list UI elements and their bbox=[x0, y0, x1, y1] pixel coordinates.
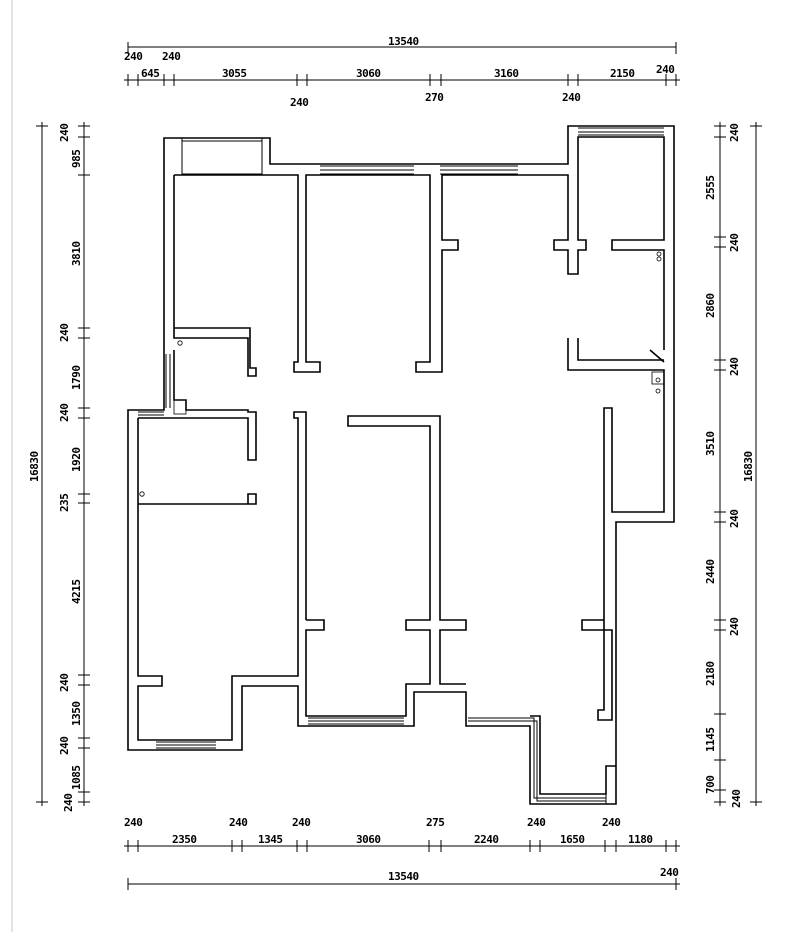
left-dim-240-e: 240 bbox=[58, 737, 71, 755]
bottom-dim-240-a: 240 bbox=[124, 816, 142, 829]
window-top-right bbox=[578, 127, 664, 136]
left-dim-4215: 4215 bbox=[70, 580, 83, 605]
right-dim-700: 700 bbox=[704, 776, 717, 794]
right-dim-2860: 2860 bbox=[704, 294, 717, 319]
window-top-center bbox=[320, 165, 414, 175]
left-dim-240-d: 240 bbox=[58, 674, 71, 692]
right-dim-2180: 2180 bbox=[704, 662, 717, 687]
drain-icon bbox=[656, 251, 662, 257]
drain-icon bbox=[655, 377, 661, 383]
bottom-dim-240-b: 240 bbox=[229, 816, 247, 829]
top-dim-3055: 3055 bbox=[222, 67, 247, 80]
right-dim-2555: 2555 bbox=[704, 176, 717, 201]
left-dim-3810: 3810 bbox=[70, 242, 83, 267]
left-dim-1350: 1350 bbox=[70, 702, 83, 727]
drain-icon bbox=[177, 340, 183, 346]
top-dim-240-e: 240 bbox=[562, 91, 580, 104]
right-dim-3510: 3510 bbox=[704, 432, 717, 457]
left-dim-240-b: 240 bbox=[58, 324, 71, 342]
fixtures bbox=[139, 251, 665, 497]
left-dimensions: 16830 240 985 3810 240 1790 240 1920 235… bbox=[28, 122, 90, 812]
right-dim-240-d: 240 bbox=[728, 510, 741, 528]
window-bottom-center bbox=[308, 717, 404, 725]
top-dim-645: 645 bbox=[141, 67, 159, 80]
right-dim-1145: 1145 bbox=[704, 728, 717, 753]
bottom-dim-2240: 2240 bbox=[474, 833, 499, 846]
bottom-dim-275: 275 bbox=[426, 816, 444, 829]
right-dim-240-b: 240 bbox=[728, 234, 741, 252]
bottom-dim-240-c: 240 bbox=[292, 816, 310, 829]
left-dim-240-c: 240 bbox=[58, 404, 71, 422]
bottom-dim-2350: 2350 bbox=[172, 833, 197, 846]
walls bbox=[127, 125, 675, 805]
bottom-dim-1650: 1650 bbox=[560, 833, 585, 846]
left-dim-1920: 1920 bbox=[70, 448, 83, 473]
left-dim-1085: 1085 bbox=[70, 766, 83, 791]
right-dimensions: 240 2555 240 2860 240 3510 240 2440 240 … bbox=[704, 122, 762, 808]
bottom-dim-240-d: 240 bbox=[527, 816, 545, 829]
window-bottom-balcony bbox=[468, 717, 606, 802]
right-dim-2440: 2440 bbox=[704, 560, 717, 585]
top-dim-2150: 2150 bbox=[610, 67, 635, 80]
left-dim-985: 985 bbox=[70, 150, 83, 168]
bottom-overall-right-dim: 240 bbox=[660, 866, 678, 879]
bottom-dim-240-e: 240 bbox=[602, 816, 620, 829]
shaft-icon bbox=[651, 371, 665, 385]
top-dim-270: 270 bbox=[425, 91, 443, 104]
outer-wall bbox=[127, 125, 675, 805]
left-dim-240-a: 240 bbox=[58, 124, 71, 142]
window-left-small bbox=[138, 354, 171, 416]
right-dim-240-f: 240 bbox=[730, 790, 743, 808]
left-dim-235: 235 bbox=[58, 494, 71, 512]
bottom-overall-dim: 13540 bbox=[388, 870, 419, 883]
left-overall-dim: 16830 bbox=[28, 451, 41, 482]
top-dim-240-d: 240 bbox=[290, 96, 308, 109]
window-top-left bbox=[181, 137, 263, 175]
bottom-dim-3060: 3060 bbox=[356, 833, 381, 846]
top-dimensions: 13540 240 240 645 3055 3060 3160 2150 24… bbox=[124, 35, 680, 109]
window-bottom-right bbox=[605, 765, 617, 805]
bottom-dimensions: 240 240 240 275 240 240 2350 1345 3060 2… bbox=[124, 816, 680, 890]
right-dim-240-c: 240 bbox=[728, 358, 741, 376]
top-dim-240-b: 240 bbox=[162, 50, 180, 63]
window-bottom-left bbox=[156, 741, 216, 749]
left-dim-1790: 1790 bbox=[70, 366, 83, 391]
top-dim-3060: 3060 bbox=[356, 67, 381, 80]
drain-icon bbox=[656, 256, 662, 262]
right-dim-240-e: 240 bbox=[728, 618, 741, 636]
right-dim-240-a: 240 bbox=[728, 124, 741, 142]
window-top-right-center bbox=[440, 165, 518, 175]
top-dim-240-c: 240 bbox=[656, 63, 674, 76]
drain-icon bbox=[139, 491, 145, 497]
shaft-icon bbox=[173, 399, 187, 415]
top-dim-240-a: 240 bbox=[124, 50, 142, 63]
top-overall-dim: 13540 bbox=[388, 35, 419, 48]
right-overall-dim: 16830 bbox=[742, 451, 755, 482]
left-dim-240-f: 240 bbox=[62, 794, 75, 812]
windows bbox=[138, 127, 664, 805]
top-dim-3160: 3160 bbox=[494, 67, 519, 80]
bottom-dim-1180: 1180 bbox=[628, 833, 653, 846]
bottom-dim-1345: 1345 bbox=[258, 833, 283, 846]
drain-icon bbox=[655, 388, 661, 394]
